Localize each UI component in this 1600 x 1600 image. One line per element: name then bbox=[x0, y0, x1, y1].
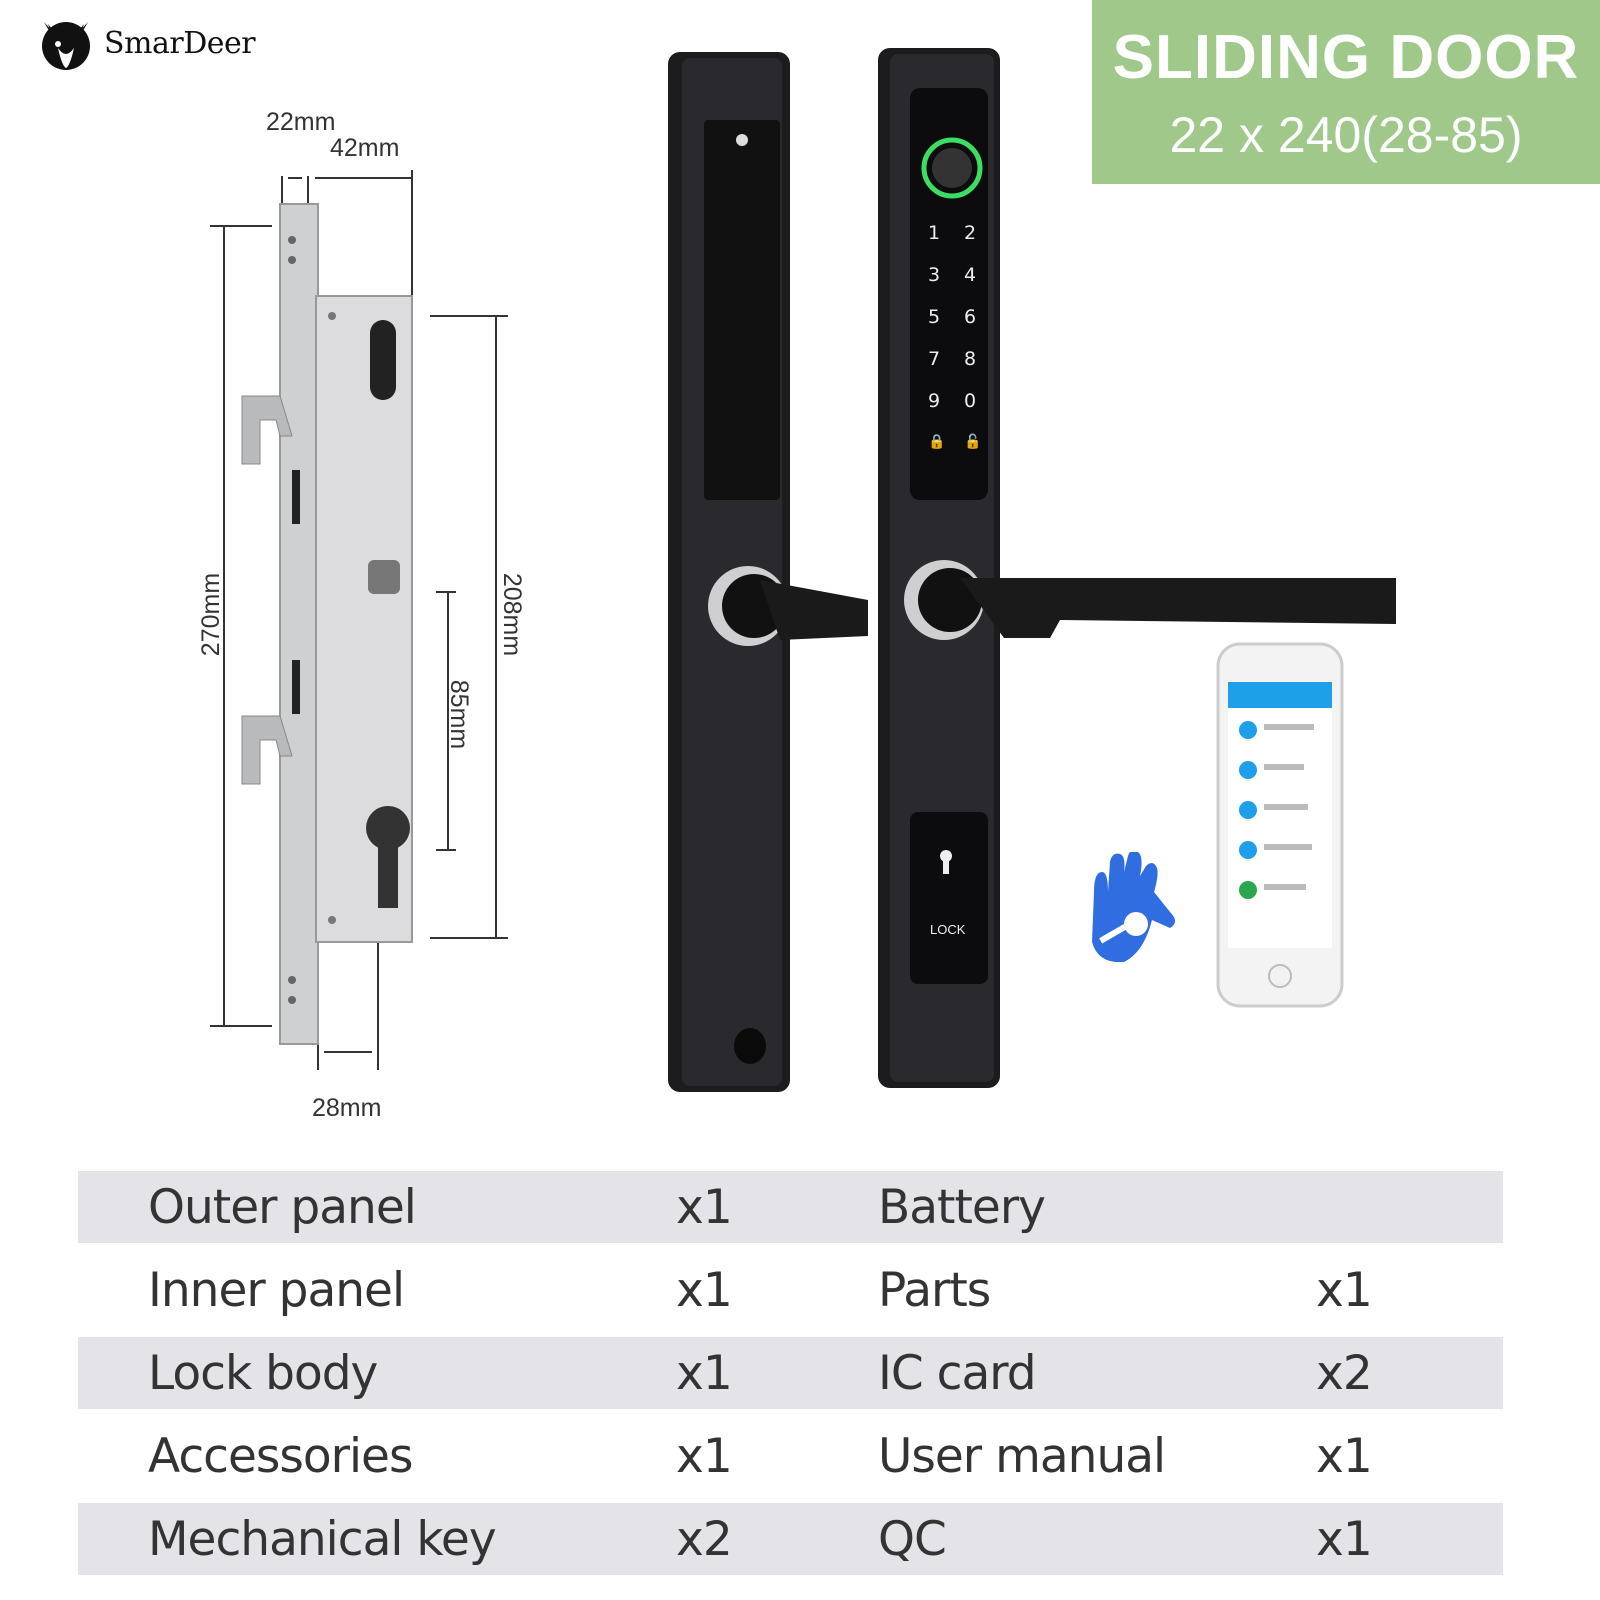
key-3[interactable]: 3 bbox=[928, 264, 941, 286]
item-name: Mechanical key bbox=[148, 1511, 497, 1567]
unlock-key-icon[interactable]: 🔓 bbox=[964, 434, 982, 450]
key-5[interactable]: 5 bbox=[928, 306, 941, 328]
item-name: IC card bbox=[878, 1345, 1037, 1401]
dim-85mm: 85mm bbox=[445, 679, 474, 750]
table-row: Accessories x1 User manual x1 bbox=[78, 1415, 1503, 1498]
lock-label: LOCK bbox=[930, 922, 966, 937]
banner-subtitle: 22 x 240(28-85) bbox=[1169, 107, 1523, 163]
smartphone-app-icon bbox=[1216, 642, 1344, 1008]
item-qty: x1 bbox=[1316, 1511, 1373, 1567]
item-qty: x1 bbox=[676, 1429, 733, 1484]
key-1[interactable]: 1 bbox=[928, 222, 941, 244]
deer-head-icon bbox=[42, 22, 90, 70]
item-qty: x1 bbox=[1316, 1429, 1373, 1484]
key-0[interactable]: 0 bbox=[964, 390, 977, 412]
dim-22mm: 22mm bbox=[266, 108, 336, 136]
lock-key-icon[interactable]: 🔒 bbox=[928, 434, 946, 450]
key-9[interactable]: 9 bbox=[928, 390, 941, 412]
banner-title: SLIDING DOOR bbox=[1112, 23, 1580, 92]
table-row: Mechanical key x2 QC x1 bbox=[78, 1503, 1503, 1575]
key-6[interactable]: 6 bbox=[964, 306, 977, 328]
table-row: Outer panel x1 Battery bbox=[78, 1171, 1503, 1243]
dim-42mm: 42mm bbox=[330, 134, 400, 162]
table-row: Inner panel x1 Parts x1 bbox=[78, 1249, 1503, 1332]
sliding-door-banner: SLIDING DOOR 22 x 240(28-85) bbox=[1092, 0, 1600, 184]
table-row: Lock body x1 IC card x2 bbox=[78, 1337, 1503, 1409]
item-name: Outer panel bbox=[148, 1179, 417, 1235]
lock-body-diagram bbox=[210, 170, 508, 1070]
item-qty: x2 bbox=[1316, 1345, 1373, 1401]
item-name: QC bbox=[878, 1511, 947, 1567]
item-qty: x1 bbox=[1316, 1263, 1373, 1318]
brand-name: SmarDeer bbox=[104, 26, 256, 61]
item-qty: x2 bbox=[676, 1511, 733, 1567]
dim-28mm: 28mm bbox=[312, 1094, 382, 1122]
hand-key-icon bbox=[1092, 852, 1175, 963]
package-list-table: Outer panel x1 Battery Inner panel x1 Pa… bbox=[78, 1166, 1503, 1581]
item-name: User manual bbox=[878, 1429, 1166, 1484]
item-qty: x1 bbox=[676, 1345, 733, 1401]
key-4[interactable]: 4 bbox=[964, 264, 977, 286]
item-name: Battery bbox=[878, 1179, 1046, 1235]
item-qty: x1 bbox=[676, 1263, 733, 1318]
item-name: Accessories bbox=[148, 1429, 413, 1484]
item-name: Parts bbox=[878, 1263, 991, 1318]
outer-handle bbox=[708, 566, 868, 646]
dim-270mm: 270mm bbox=[197, 572, 226, 657]
inner-handle bbox=[904, 560, 1396, 640]
dim-208mm: 208mm bbox=[498, 572, 527, 657]
key-7[interactable]: 7 bbox=[928, 348, 941, 370]
key-8[interactable]: 8 bbox=[964, 348, 977, 370]
item-qty: x1 bbox=[676, 1179, 733, 1235]
key-2[interactable]: 2 bbox=[964, 222, 977, 244]
item-name: Inner panel bbox=[148, 1263, 405, 1318]
item-name: Lock body bbox=[148, 1345, 378, 1401]
